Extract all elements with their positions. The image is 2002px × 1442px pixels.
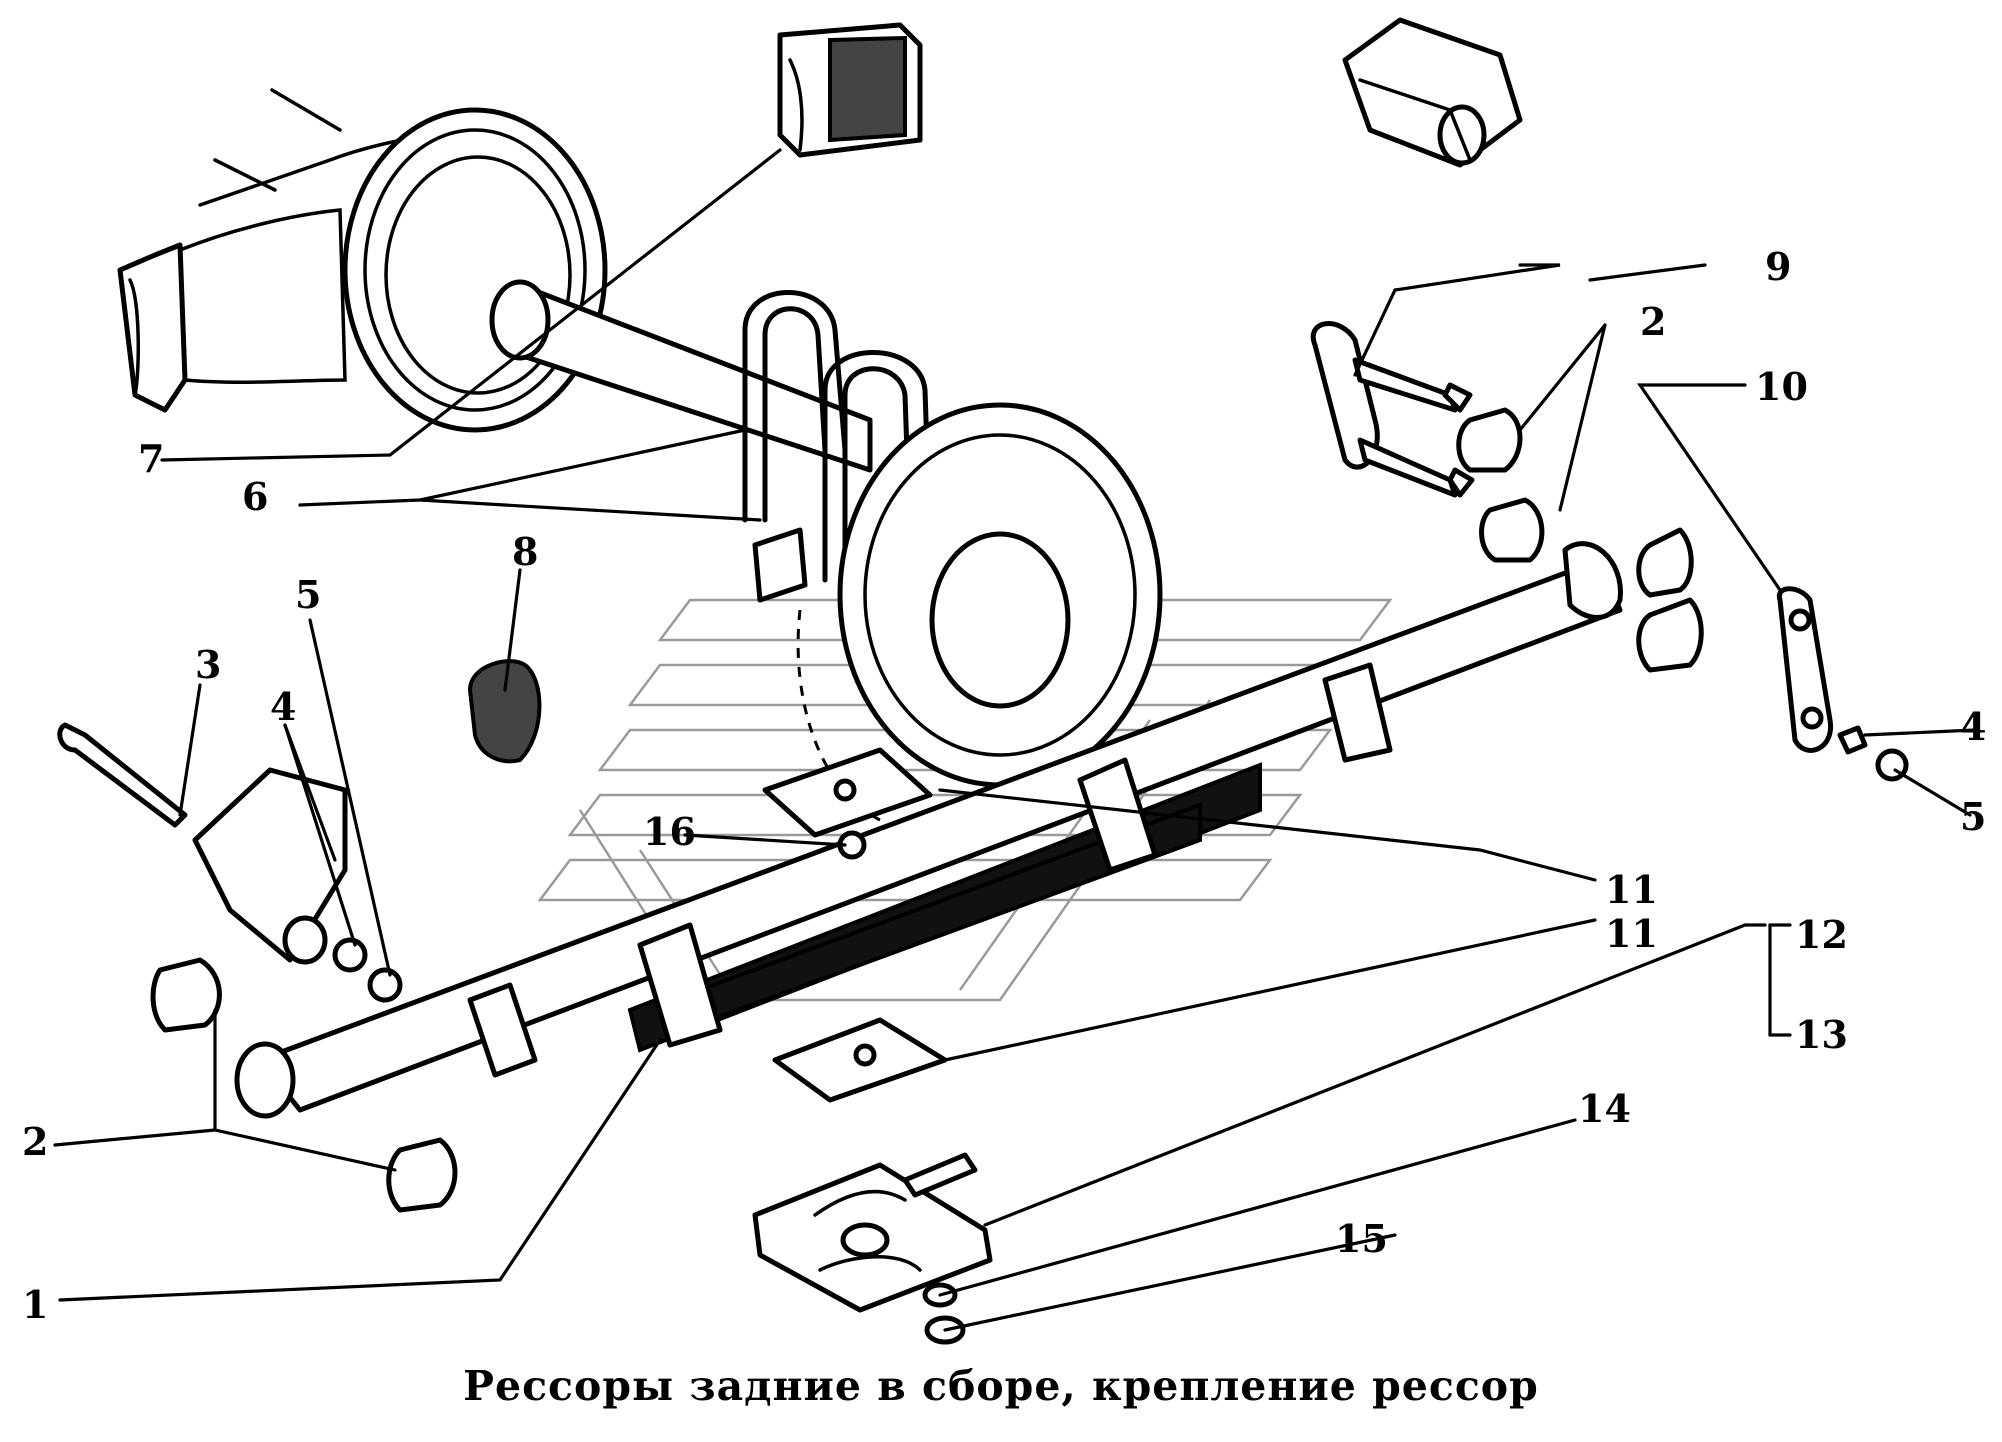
u-bolts — [742, 290, 933, 603]
shackle-plate — [1776, 586, 1909, 782]
callout-5-right: 5 — [1960, 794, 1986, 839]
callout-5-left: 5 — [295, 572, 321, 617]
rear-shackle — [1310, 321, 1475, 498]
callout-14: 14 — [1578, 1086, 1631, 1131]
callout-11-upper: 11 — [1605, 867, 1658, 912]
callout-2-left: 2 — [22, 1119, 48, 1164]
callout-9: 9 — [1765, 244, 1791, 289]
callout-6: 6 — [242, 474, 268, 519]
callouts: 1 2 2 3 4 4 5 5 6 7 8 9 10 11 11 12 13 1… — [22, 244, 1986, 1327]
bushings-right — [1456, 407, 1704, 673]
callout-10: 10 — [1755, 364, 1808, 409]
callout-16: 16 — [643, 809, 696, 854]
bump-stop-upper — [777, 22, 923, 158]
callout-4-left: 4 — [270, 684, 296, 729]
callout-4-right: 4 — [1960, 704, 1986, 749]
figure-caption: Рессоры задние в сборе, крепление рессор — [463, 1362, 1539, 1410]
callout-15: 15 — [1335, 1216, 1388, 1261]
callout-11-lower: 11 — [1605, 911, 1658, 956]
callout-3: 3 — [195, 642, 221, 687]
u-bolt-plate — [752, 1152, 993, 1345]
rear-axle-housing — [117, 88, 873, 473]
callout-1: 1 — [22, 1282, 48, 1327]
front-spring-bracket — [57, 722, 458, 1213]
spring-pads — [762, 747, 948, 1103]
callout-2-right: 2 — [1640, 299, 1666, 344]
bump-stop-small — [467, 659, 542, 764]
callout-13: 13 — [1795, 1012, 1848, 1057]
leaf-spring — [234, 541, 1623, 1119]
brake-drum — [796, 402, 1163, 822]
callout-8: 8 — [512, 529, 538, 574]
callout-12: 12 — [1795, 912, 1848, 957]
leader-lines — [53, 148, 1977, 1332]
rubber-bushing-block — [1342, 17, 1523, 168]
callout-7: 7 — [138, 436, 164, 481]
